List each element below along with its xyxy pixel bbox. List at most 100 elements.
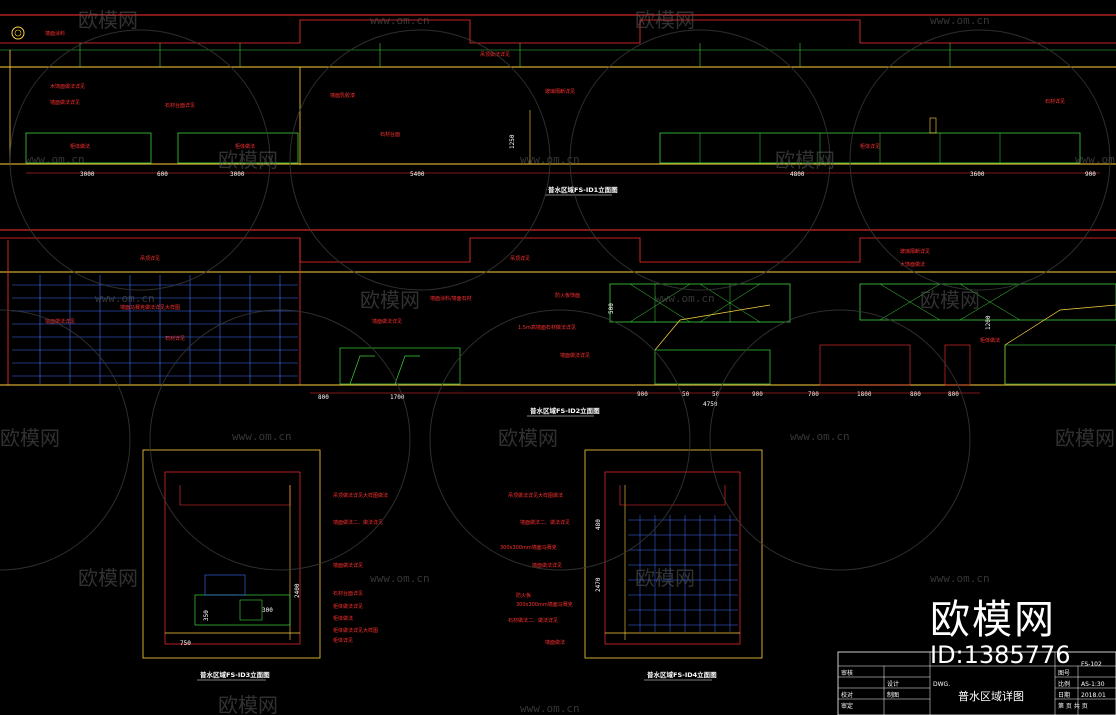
brand-name: 欧模网 — [930, 597, 1056, 643]
svg-text:墙面做法详见: 墙面做法详见 — [50, 99, 80, 106]
watermark-url: www.om.cn — [25, 153, 85, 166]
watermark-url: www.om.cn — [1075, 153, 1116, 166]
svg-text:吊顶做法详见大样图做法: 吊顶做法详见大样图做法 — [333, 492, 388, 499]
svg-text:墙面做法二、做法详见: 墙面做法二、做法详见 — [520, 519, 570, 526]
watermark-url: www.om.cn — [370, 572, 430, 585]
svg-text:300x300mm墙面马赛克: 300x300mm墙面马赛克 — [500, 544, 557, 551]
tb-right-label: 图号 — [1058, 670, 1070, 677]
dim-label: 1800 — [857, 391, 872, 398]
dim-label: 900 — [1085, 171, 1096, 178]
tb-scale: AS-1:30 — [1081, 681, 1105, 688]
dim-label: 500 — [608, 303, 615, 314]
dim-label: 4750 — [703, 401, 718, 408]
watermark-brand: 欧模网 — [218, 693, 278, 715]
svg-text:石材详见: 石材详见 — [165, 335, 185, 342]
svg-text:吊顶做法详见大样图做法: 吊顶做法详见大样图做法 — [508, 492, 563, 499]
dim-label: 1700 — [390, 394, 405, 401]
svg-text:石材台面: 石材台面 — [380, 131, 400, 138]
watermark-brand: 欧模网 — [360, 288, 420, 312]
watermark-brand: 欧模网 — [635, 566, 695, 590]
tb-date: 2018.01 — [1081, 692, 1106, 699]
svg-text:石材台面详见: 石材台面详见 — [165, 102, 195, 109]
dim-label: 300 — [262, 607, 273, 614]
svg-text:墙面做法详见: 墙面做法详见 — [333, 562, 363, 569]
dim-label: 1250 — [509, 134, 516, 149]
svg-text:墙面做法二、做法详见: 墙面做法二、做法详见 — [333, 519, 383, 526]
svg-text:1.5m高墙面石材做法详见: 1.5m高墙面石材做法详见 — [518, 324, 576, 331]
dim-label: 900 — [752, 391, 763, 398]
dim-label: 1200 — [985, 315, 992, 330]
tb-row-label: 审核 — [841, 669, 853, 677]
svg-text:柜体详见: 柜体详见 — [860, 143, 880, 150]
svg-text:吊顶做法详见: 吊顶做法详见 — [480, 51, 510, 58]
svg-text:柜体做法: 柜体做法 — [980, 337, 1000, 344]
watermark-brand: 欧模网 — [218, 148, 278, 172]
dim-label: 2470 — [595, 577, 602, 592]
tb-row-label: 设计 — [887, 680, 899, 688]
dim-label: 350 — [203, 610, 210, 621]
elevation-middle: 吊顶详见吊顶详见 墙面马赛克做法详见大样图墙面做法详见 石材详见墙面做法详见 墙… — [0, 229, 1116, 417]
dim-label: 3000 — [230, 171, 245, 178]
watermark-brand: 欧模网 — [1055, 426, 1115, 450]
watermark-brand: 欧模网 — [78, 8, 138, 32]
brand-overlay: 欧模网 ID:1385776 — [930, 598, 1116, 668]
svg-text:墙面乳胶漆: 墙面乳胶漆 — [330, 92, 355, 99]
dim-label: 3000 — [80, 171, 95, 178]
svg-text:墙面马赛克做法详见大样图: 墙面马赛克做法详见大样图 — [120, 304, 180, 311]
dim-label: 480 — [595, 519, 602, 530]
dim-label: 50 — [682, 391, 690, 398]
watermark-brand: 欧模网 — [635, 8, 695, 32]
svg-text:柜体做法: 柜体做法 — [333, 615, 353, 622]
svg-text:玻璃隔断详见: 玻璃隔断详见 — [545, 88, 575, 95]
svg-text:墙面做法详见: 墙面做法详见 — [560, 352, 590, 359]
watermark-brand: 欧模网 — [775, 148, 835, 172]
svg-text:墙面做法: 墙面做法 — [545, 639, 565, 646]
svg-text:木饰面做法详见: 木饰面做法详见 — [50, 83, 85, 90]
svg-text:墙面做法详见: 墙面做法详见 — [532, 562, 562, 569]
svg-text:石材做法二、做法详见: 石材做法二、做法详见 — [508, 617, 558, 624]
tb-row-label: 制图 — [887, 691, 899, 699]
svg-text:吊顶详见: 吊顶详见 — [510, 255, 530, 262]
watermark-url: www.om.cn — [930, 14, 990, 27]
svg-text:墙面涂料: 墙面涂料 — [45, 30, 65, 37]
title-block: 审核 设计 校对 制图 审定 DWG. 图号 比例 日期 第 页 共 页 FS-… — [837, 651, 1116, 715]
watermark-url: www.om.cn — [370, 14, 430, 27]
tb-code: FS-102 — [1081, 661, 1102, 668]
view-caption: 普水区域FS-ID2立面图 — [530, 406, 600, 415]
dim-label: 3600 — [970, 171, 985, 178]
sheet-title: 普水区域详图 — [958, 690, 1024, 703]
svg-text:墙面涂料/墙面石材: 墙面涂料/墙面石材 — [430, 295, 472, 302]
dim-label: 900 — [637, 391, 648, 398]
brand-id: ID:1385776 — [930, 641, 1071, 669]
svg-text:柜体做法详见大样图: 柜体做法详见大样图 — [333, 627, 378, 634]
tb-right-label: 日期 — [1058, 691, 1070, 699]
svg-text:柜体做法详见: 柜体做法详见 — [333, 603, 363, 610]
dim-label: 800 — [948, 391, 959, 398]
watermark-url: www.om.cn — [520, 153, 580, 166]
watermark-layer: 欧模网 www.om.cn 欧模网 www.om.cn www.om.cn 欧模… — [0, 8, 1116, 715]
svg-text:防火板: 防火板 — [516, 592, 531, 599]
watermark-brand: 欧模网 — [920, 288, 980, 312]
svg-text:墙面做法详见: 墙面做法详见 — [372, 318, 402, 325]
watermark-brand: 欧模网 — [0, 426, 60, 450]
dim-label: 750 — [180, 640, 191, 647]
tb-proj: DWG. — [933, 681, 950, 688]
svg-text:吊顶详见: 吊顶详见 — [140, 255, 160, 262]
view-caption: 普水区域FS-ID1立面图 — [548, 185, 618, 194]
dim-label: 50 — [712, 391, 720, 398]
watermark-brand: 欧模网 — [78, 566, 138, 590]
view-caption: 普水区域FS-ID3立面图 — [200, 670, 270, 679]
tb-row-label: 校对 — [841, 691, 853, 699]
svg-text:石材台面详见: 石材台面详见 — [333, 590, 363, 597]
svg-text:柜体详见: 柜体详见 — [333, 637, 353, 644]
watermark-brand: 欧模网 — [498, 426, 558, 450]
svg-text:柜体做法: 柜体做法 — [235, 143, 255, 150]
watermark-url: www.om.cn — [930, 572, 990, 585]
watermark-url: www.om.cn — [232, 430, 292, 443]
watermark-url: www.om.cn — [95, 292, 155, 305]
svg-text:石材详见: 石材详见 — [1045, 98, 1065, 105]
